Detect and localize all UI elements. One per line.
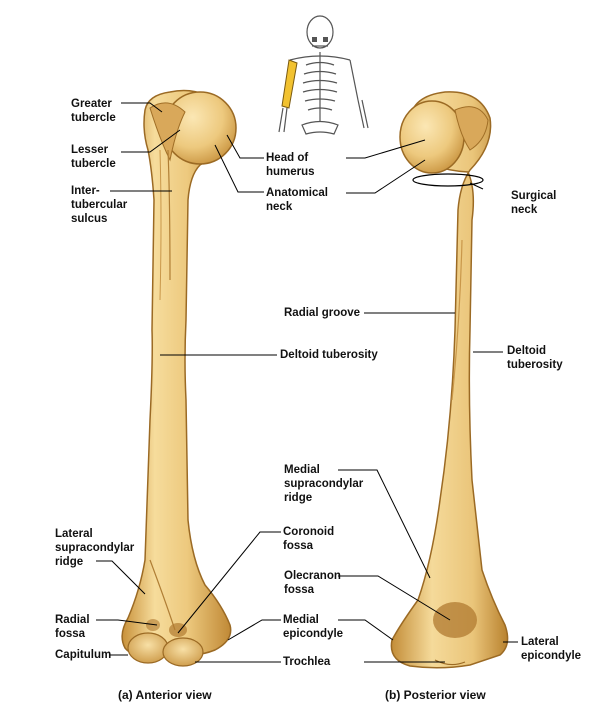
label-head-of-humerus: Head of humerus bbox=[266, 152, 315, 178]
label-capitulum: Capitulum bbox=[55, 649, 112, 661]
caption-posterior-view: (b) Posterior view bbox=[385, 688, 486, 702]
posterior-leader-lines bbox=[338, 139, 518, 663]
label-coronoid-fossa: Coronoid fossa bbox=[283, 526, 335, 552]
label-medial-supracondylar-ridge: Medial supracondylar ridge bbox=[284, 464, 364, 504]
label-medial-epicondyle: Medial epicondyle bbox=[283, 614, 344, 640]
label-lesser-tubercle: Lesser tubercle bbox=[71, 144, 116, 170]
posterior-humerus bbox=[390, 91, 509, 669]
label-olecranon-fossa: Olecranon fossa bbox=[284, 570, 341, 596]
label-surgical-neck: Surgical neck bbox=[511, 190, 557, 216]
label-intertubercular-sulcus: Inter- tubercular sulcus bbox=[71, 185, 128, 225]
label-radial-groove: Radial groove bbox=[284, 307, 361, 319]
anterior-leader-lines bbox=[96, 102, 281, 663]
label-deltoid-tuberosity-posterior: Deltoid tuberosity bbox=[507, 345, 563, 371]
label-lateral-epicondyle: Lateral epicondyle bbox=[521, 636, 582, 662]
skeleton-locator-icon bbox=[289, 15, 369, 135]
label-greater-tubercle: Greater tubercle bbox=[71, 98, 116, 124]
label-lateral-supracondylar-ridge: Lateral supracondylar ridge bbox=[55, 528, 135, 568]
highlighted-humerus-icon bbox=[278, 59, 298, 133]
caption-anterior-view: (a) Anterior view bbox=[118, 688, 212, 702]
anterior-humerus bbox=[121, 89, 237, 667]
label-anatomical-neck: Anatomical neck bbox=[266, 187, 328, 213]
label-trochlea: Trochlea bbox=[283, 656, 331, 668]
label-deltoid-tuberosity-anterior: Deltoid tuberosity bbox=[280, 349, 378, 361]
label-radial-fossa: Radial fossa bbox=[55, 614, 90, 640]
